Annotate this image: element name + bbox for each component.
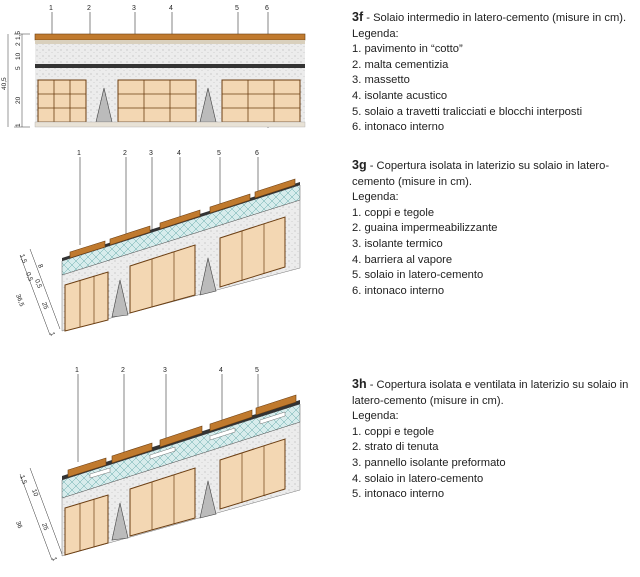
callout-6: 6 (265, 5, 269, 12)
callout-2: 2 (123, 150, 127, 157)
dim-8: 8 (36, 263, 44, 269)
layer-isolante (61, 184, 301, 276)
callout-1: 1 (77, 150, 81, 157)
callout-6: 6 (255, 150, 259, 157)
callout-3: 3 (132, 5, 136, 12)
caption-3f: 3f - Solaio intermedio in latero-cemento… (352, 10, 637, 136)
callout-3: 3 (163, 367, 167, 374)
legend-item: 4. isolante acustico (352, 89, 448, 102)
dim-1-5: 1,5 (18, 253, 28, 264)
dim-0-5a: 0,5 (24, 271, 34, 282)
callout-4: 4 (169, 5, 173, 12)
callout-3: 3 (149, 150, 153, 157)
legend-item: 3. isolante termico (352, 237, 443, 250)
legend-item: 2. malta cementizia (352, 58, 449, 71)
callout-2: 2 (87, 5, 91, 12)
legend-label: Legenda: (352, 191, 399, 204)
legend-list: 1. pavimento in “cotto” 2. malta cementi… (352, 42, 637, 136)
callout-1: 1 (49, 5, 53, 12)
dim-20: 20 (15, 96, 22, 104)
legend-item: 6. intonaco interno (352, 121, 445, 134)
legend-label: Legenda: (352, 410, 399, 423)
legend-item: 6. intonaco interno (352, 284, 445, 297)
legend-item: 4. barriera al vapore (352, 253, 453, 266)
callout-5: 5 (235, 5, 239, 12)
legend-item: 4. solaio in latero-cemento (352, 472, 484, 485)
layer-coppi (67, 394, 297, 478)
layer-intonaco (34, 121, 306, 128)
callout-5: 5 (255, 367, 259, 374)
layer-pannello (61, 403, 301, 499)
dim-total: 36 (14, 520, 23, 530)
figure-3g-drawing: 1 2 3 4 5 6 1,5 8 0,5 0,5 25 1 36,5 (0, 145, 345, 345)
callout-5: 5 (217, 150, 221, 157)
legend-item: 5. solaio in latero-cemento (352, 269, 484, 282)
figure-code: 3h (352, 377, 367, 391)
caption-3g: 3g - Copertura isolata in laterizio su s… (352, 158, 637, 299)
legend-item: 2. guaina impermeabilizzante (352, 222, 498, 235)
legend-item: 2. strato di tenuta (352, 441, 439, 454)
dim-2: 2 (15, 42, 22, 46)
callout-4: 4 (177, 150, 181, 157)
legend-item: 3. pannello isolante preformato (352, 456, 506, 469)
dim-10: 10 (15, 52, 22, 60)
layer-malta (35, 40, 305, 44)
layer-pavimento (34, 33, 306, 41)
legend-item: 3. massetto (352, 74, 410, 87)
callout-1: 1 (75, 367, 79, 374)
dim-1-5: 1,5 (15, 31, 22, 40)
figure-code: 3g (352, 158, 367, 172)
caption-3h: 3h - Copertura isolata e ventilata in la… (352, 377, 637, 503)
legend-item: 5. intonaco interno (352, 488, 445, 501)
legend-label: Legenda: (352, 27, 399, 40)
dim-5: 5 (15, 66, 22, 70)
legend-item: 1. coppi e tegole (352, 206, 435, 219)
figure-code: 3f (352, 10, 364, 24)
dim-total: 36,5 (14, 293, 25, 308)
figure-title: - Copertura isolata e ventilata in later… (352, 379, 629, 407)
layer-coppi (69, 178, 296, 259)
layer-massetto (35, 44, 305, 64)
dim-1: 1 (48, 331, 56, 337)
figure-title: - Copertura isolata in laterizio su sola… (352, 160, 610, 188)
layer-isolante (35, 64, 305, 68)
dim-25: 25 (40, 301, 49, 311)
legend-item: 5. solaio a travetti tralicciati e blocc… (352, 105, 583, 118)
dim-1: 1 (15, 123, 22, 127)
dim-1-5: 1,5 (18, 474, 28, 485)
callout-2: 2 (121, 367, 125, 374)
legend-list: 1. coppi e tegole 2. guaina impermeabili… (352, 206, 637, 300)
figure-title: - Solaio intermedio in latero-cemento (m… (363, 12, 627, 24)
dim-0-5b: 0,5 (33, 278, 43, 289)
legend-list: 1. coppi e tegole 2. strato di tenuta 3.… (352, 425, 637, 503)
dim-total: 40,5 (1, 77, 8, 90)
figure-3f-drawing: 1 2 3 4 5 6 1,5 2 10 5 20 1 40,5 (0, 0, 345, 140)
dim-25: 25 (40, 522, 49, 532)
callout-4: 4 (219, 367, 223, 374)
figure-3h-drawing: 1 2 3 4 5 1,5 10 25 1 36 (0, 362, 345, 574)
dim-1: 1 (50, 556, 58, 562)
legend-item: 1. pavimento in “cotto” (352, 43, 463, 56)
legend-item: 1. coppi e tegole (352, 425, 435, 438)
dim-10: 10 (30, 488, 39, 498)
